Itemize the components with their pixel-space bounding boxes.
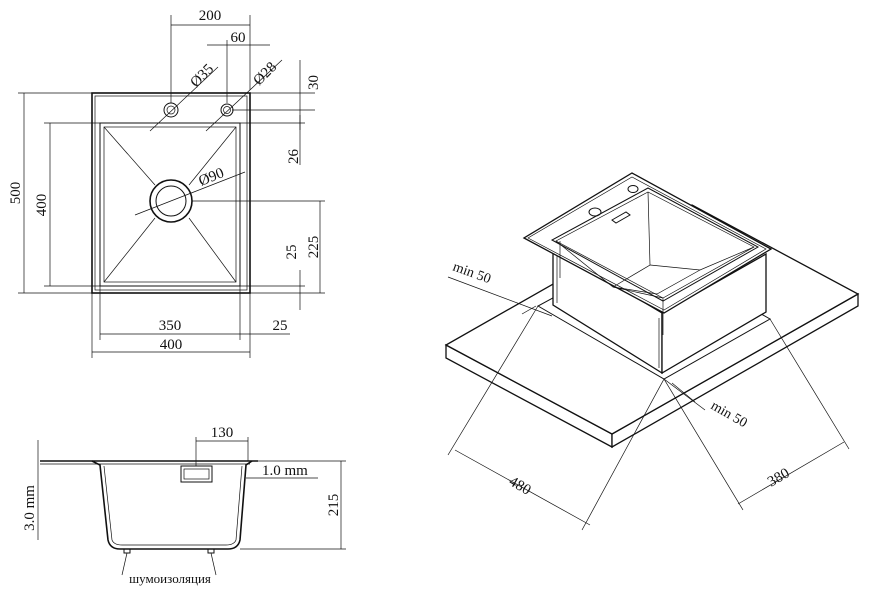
iso-view: min 50 min 50 480 380 bbox=[444, 172, 860, 531]
dim-400-vertical: 400 bbox=[34, 194, 50, 217]
dim-225: 225 bbox=[306, 236, 322, 259]
section-bowl-profile bbox=[91, 460, 253, 550]
faucet-hole-28-inner bbox=[223, 106, 231, 114]
bowl-corner-line bbox=[188, 217, 237, 283]
section-overflow bbox=[180, 465, 213, 483]
iso-dim-380: 380 bbox=[765, 465, 792, 490]
top-view: 200 60 Ø35 Ø28 30 26 Ø90 500 400 bbox=[8, 8, 325, 358]
iso-min50-right: min 50 bbox=[708, 398, 750, 431]
dim-d28: Ø28 bbox=[251, 59, 281, 89]
iso-faucet-hole bbox=[627, 185, 639, 193]
dim-30: 30 bbox=[306, 75, 322, 90]
bowl-corner-line bbox=[188, 126, 237, 186]
dim-25-vertical: 25 bbox=[284, 245, 300, 260]
dim-215: 215 bbox=[326, 494, 342, 517]
bowl-inner-line bbox=[103, 126, 237, 283]
dim-26: 26 bbox=[286, 149, 302, 165]
dim-350: 350 bbox=[159, 318, 182, 334]
iso-dim-480: 480 bbox=[506, 474, 533, 499]
dim-500: 500 bbox=[8, 182, 24, 205]
dim-25-horizontal: 25 bbox=[273, 318, 288, 334]
faucet-hole-28 bbox=[220, 103, 234, 117]
faucet-hole-35-inner bbox=[166, 105, 176, 115]
iso-faucet-hole bbox=[588, 207, 602, 217]
insulation-label: шумоизоляция bbox=[129, 571, 211, 586]
dim-400-horizontal: 400 bbox=[160, 337, 183, 353]
bowl-outline bbox=[99, 122, 241, 287]
faucet-hole-35 bbox=[163, 102, 179, 118]
dim-60: 60 bbox=[231, 30, 246, 46]
dim-200: 200 bbox=[199, 8, 222, 24]
dim-d35: Ø35 bbox=[188, 61, 218, 91]
iso-overflow bbox=[611, 211, 631, 224]
dim-d90: Ø90 bbox=[197, 165, 227, 190]
dim-1mm: 1.0 mm bbox=[262, 463, 308, 479]
iso-min50-left: min 50 bbox=[451, 260, 493, 288]
sink-outer-inner-line bbox=[94, 95, 248, 291]
bowl-corner-line bbox=[103, 217, 156, 283]
dim-130: 130 bbox=[211, 425, 234, 441]
sink-bowl-opening bbox=[550, 187, 760, 302]
drain-inner bbox=[155, 185, 187, 217]
section-view: 130 1.0 mm 3.0 mm 215 шумоизоляция bbox=[22, 425, 346, 586]
dim-3mm: 3.0 mm bbox=[22, 485, 38, 531]
bowl-corner-line bbox=[103, 126, 156, 186]
